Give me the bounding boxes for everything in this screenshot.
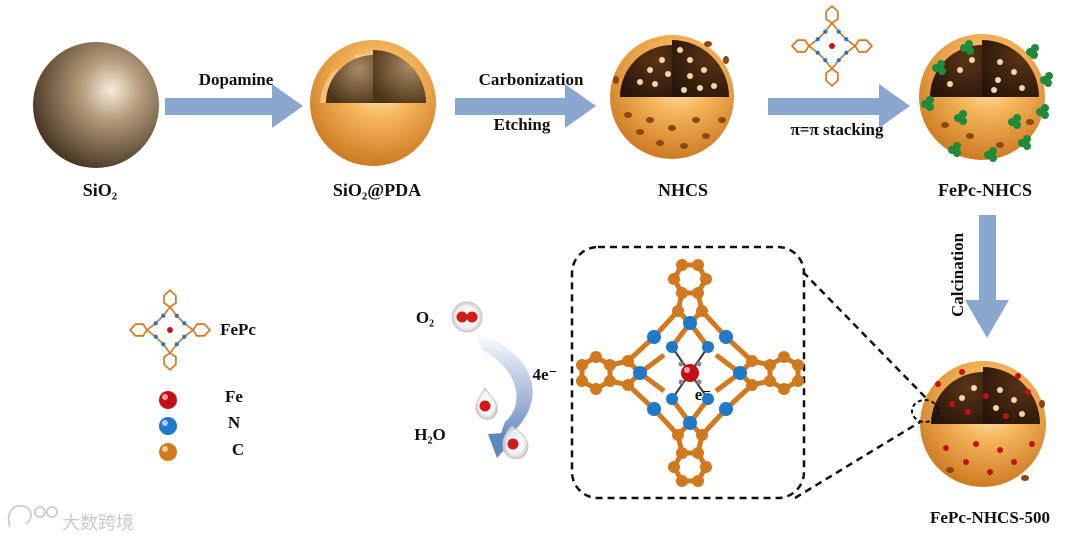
h2o-bubble-1	[475, 387, 498, 420]
label-sio2-pda: SiO₂@PDA	[333, 180, 421, 200]
silica-sphere	[33, 42, 159, 168]
fepc-nhcs-500-sphere	[920, 361, 1046, 487]
legend-fe-icon	[159, 391, 177, 409]
label-etching: Etching	[494, 115, 551, 134]
label-stacking: π=π stacking	[790, 120, 884, 139]
legend-fepc-label: FePc	[220, 320, 256, 339]
fepc-molecule-large	[576, 259, 804, 487]
fepc-nhcs-sphere	[919, 34, 1053, 162]
zoom-circle	[911, 399, 939, 423]
o2-bubble	[451, 301, 483, 333]
zoom-line-bottom	[794, 420, 921, 500]
arrow-carbonization	[455, 84, 596, 128]
watermark-text: 大数跨境	[62, 513, 134, 534]
h2o-bubble-2	[502, 425, 529, 460]
legend-n-label: N	[228, 413, 241, 432]
arrow-stacking	[768, 84, 910, 128]
zoom-box	[570, 245, 806, 500]
label-calcination: Calcination	[948, 232, 967, 317]
arrow-dopamine	[165, 84, 303, 128]
zoom-line-top	[802, 271, 929, 401]
label-fepc-nhcs-500: FePc-NHCS-500	[930, 508, 1050, 527]
label-sio2: SiO₂	[83, 180, 117, 200]
label-dopamine: Dopamine	[199, 70, 274, 89]
label-nhcs: NHCS	[658, 180, 708, 200]
nhcs-sphere	[610, 35, 734, 159]
label-4e: 4e⁻	[532, 365, 557, 384]
legend-c-icon	[159, 443, 177, 461]
legend-c-label: C	[232, 440, 244, 459]
label-carbonization: Carbonization	[479, 70, 584, 89]
legend-fe-label: Fe	[225, 387, 243, 406]
sio2-pda-sphere	[310, 40, 436, 166]
legend-fepc-icon	[128, 288, 212, 372]
fepc-molecule-small	[790, 4, 874, 88]
label-h2o: H₂O	[414, 425, 446, 444]
label-single-electron: e⁻	[695, 385, 712, 404]
arrow-calcination	[965, 215, 1009, 338]
legend-n-icon	[159, 417, 177, 435]
watermark-logo	[7, 504, 58, 528]
label-fepc-nhcs: FePc-NHCS	[938, 180, 1032, 200]
label-o2: O₂	[416, 308, 434, 327]
